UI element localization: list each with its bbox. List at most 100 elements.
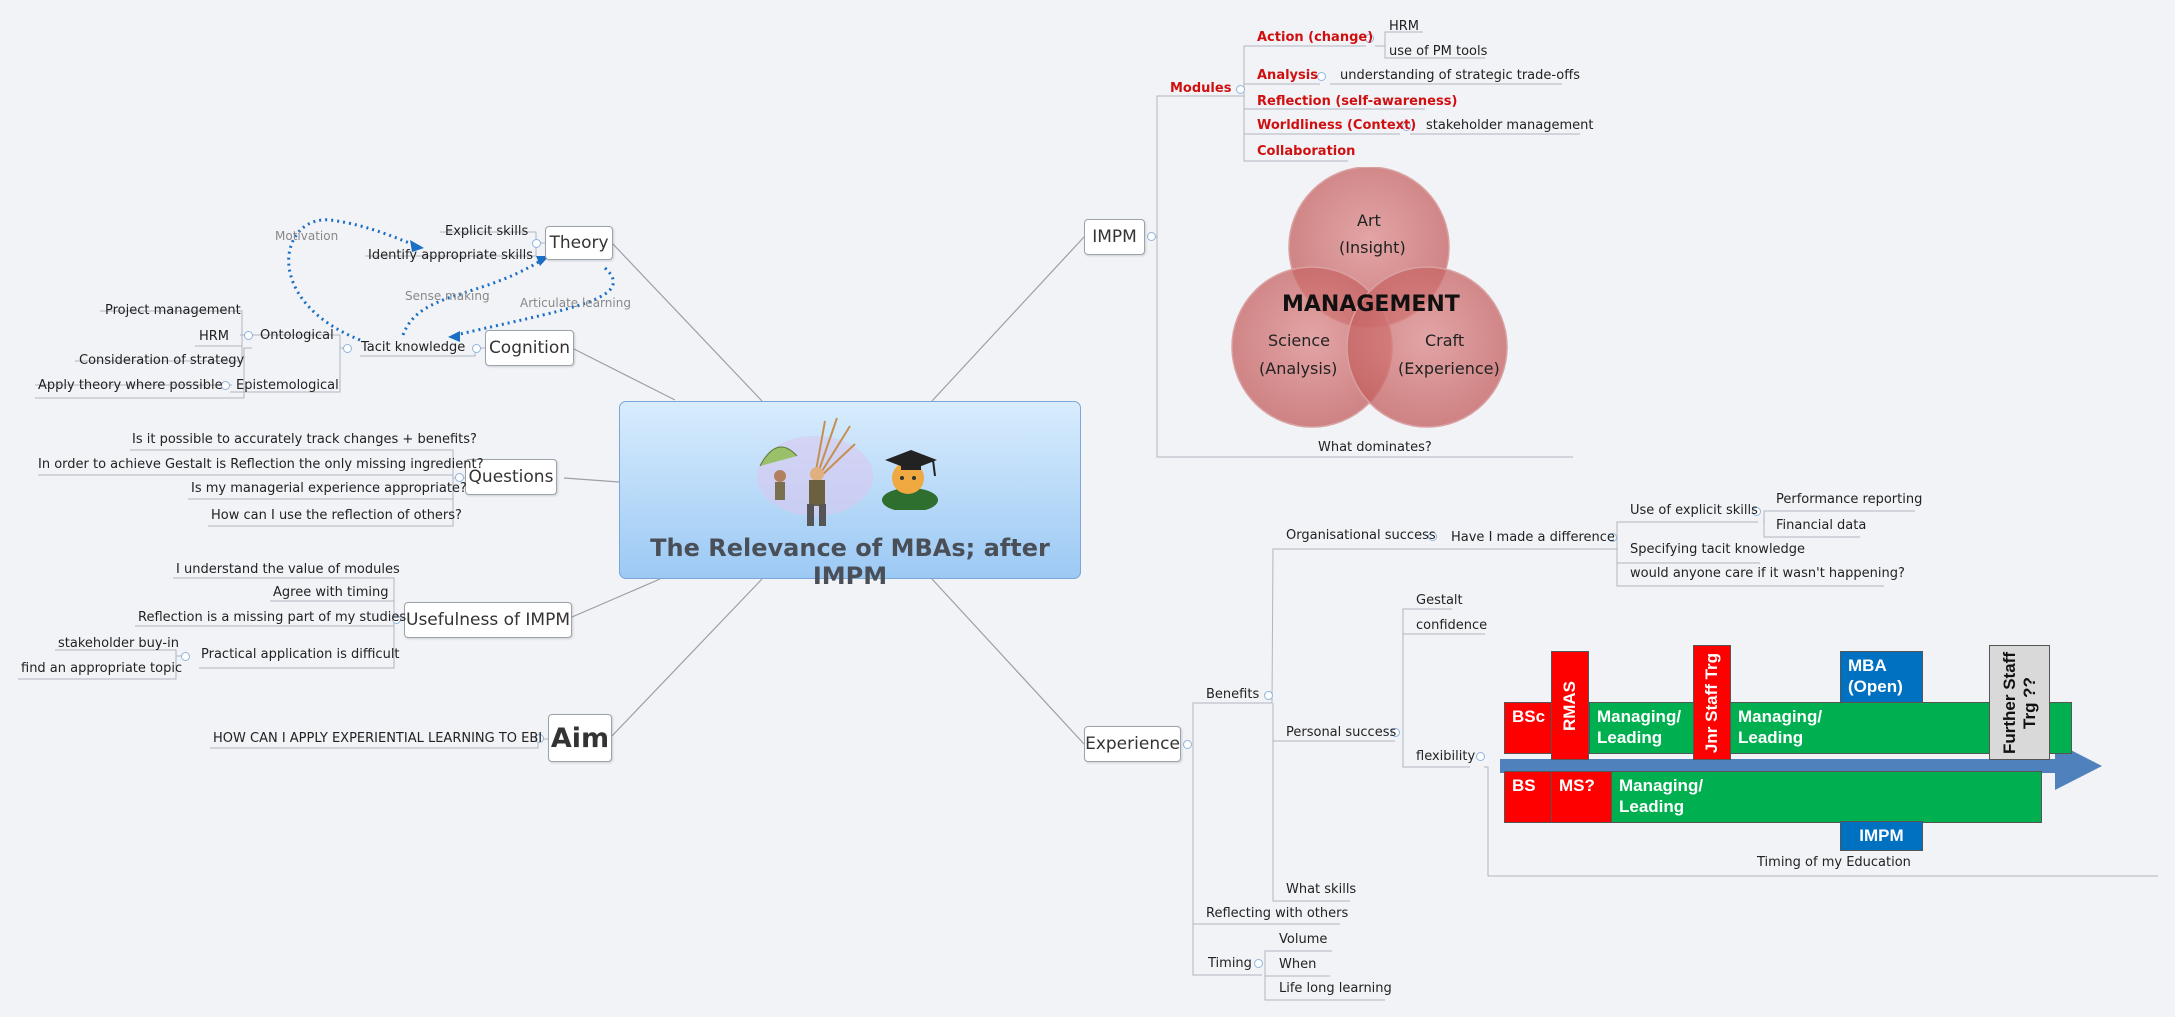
question-item[interactable]: In order to achieve Gestalt is Reflectio…: [38, 457, 484, 472]
question-item[interactable]: How can I use the reflection of others?: [211, 508, 462, 523]
collapse-toggle[interactable]: [1147, 232, 1156, 241]
collapse-toggle[interactable]: [1264, 691, 1273, 700]
collapse-toggle[interactable]: [181, 652, 190, 661]
usefulness-item[interactable]: Reflection is a missing part of my studi…: [138, 610, 407, 625]
collapse-toggle[interactable]: [1476, 752, 1485, 761]
question-item[interactable]: Is it possible to accurately track chang…: [132, 432, 477, 447]
topic-usefulness[interactable]: Usefulness of IMPM: [404, 602, 572, 638]
collapse-toggle[interactable]: [1317, 72, 1326, 81]
venn-craft: Craft: [1425, 331, 1465, 350]
timing[interactable]: Timing: [1208, 956, 1252, 971]
flexibility[interactable]: flexibility: [1416, 749, 1476, 764]
what-dominates[interactable]: What dominates?: [1318, 440, 1432, 455]
cognition-item[interactable]: Project management: [105, 303, 241, 318]
parachutist-icon: [755, 416, 875, 534]
epistemological[interactable]: Epistemological: [236, 378, 339, 393]
collapse-toggle[interactable]: [1752, 507, 1761, 516]
collapse-toggle[interactable]: [1608, 533, 1617, 542]
management-venn-diagram: [1231, 167, 1508, 428]
topic-aim[interactable]: Aim: [548, 714, 612, 762]
collapse-toggle[interactable]: [1236, 85, 1245, 94]
modules[interactable]: Modules: [1170, 81, 1232, 96]
cognition-item[interactable]: Apply theory where possible: [38, 378, 223, 393]
timeline-impm: IMPM: [1840, 821, 1923, 851]
personal-success[interactable]: Personal success: [1286, 725, 1397, 740]
relationship-label[interactable]: Motivation: [275, 229, 339, 243]
collapse-toggle[interactable]: [1391, 728, 1400, 737]
timeline-ms: MS?: [1551, 771, 1612, 823]
practical-item[interactable]: find an appropriate topic: [21, 661, 183, 676]
collapse-toggle[interactable]: [472, 344, 481, 353]
timing-of-education[interactable]: Timing of my Education: [1757, 855, 1911, 870]
analysis-item[interactable]: understanding of strategic trade-offs: [1340, 68, 1580, 83]
topic-cognition[interactable]: Cognition: [485, 330, 574, 366]
module-analysis[interactable]: Analysis: [1257, 68, 1318, 83]
topic-experience[interactable]: Experience: [1084, 726, 1181, 762]
timing-item[interactable]: Volume: [1279, 932, 1328, 947]
collapse-toggle[interactable]: [535, 734, 544, 743]
explicit-item[interactable]: Financial data: [1776, 518, 1867, 533]
benefits[interactable]: Benefits: [1206, 687, 1260, 702]
collapse-toggle[interactable]: [455, 473, 464, 482]
specifying-tacit[interactable]: Specifying tacit knowledge: [1630, 542, 1806, 557]
collapse-toggle[interactable]: [1183, 740, 1192, 749]
theory-item[interactable]: Identify appropriate skills: [368, 248, 534, 263]
organisational-success[interactable]: Organisational success: [1286, 528, 1436, 543]
what-skills[interactable]: What skills: [1286, 882, 1357, 897]
timeline-further-staff: Further Staff Trg ??: [1989, 645, 2050, 760]
made-difference[interactable]: Have I made a difference: [1451, 530, 1615, 545]
tacit-knowledge[interactable]: Tacit knowledge: [361, 340, 466, 355]
module-action[interactable]: Action (change): [1257, 30, 1374, 45]
explicit-item[interactable]: Performance reporting: [1776, 492, 1923, 507]
module-worldliness[interactable]: Worldliness (Context): [1257, 118, 1417, 133]
venn-art: Art: [1357, 211, 1381, 230]
collapse-toggle[interactable]: [532, 239, 541, 248]
relationship-label[interactable]: Sense making: [405, 289, 490, 303]
timeline-bs: BS: [1504, 771, 1552, 823]
collapse-toggle[interactable]: [244, 331, 253, 340]
cognition-item[interactable]: HRM: [199, 329, 230, 344]
action-item[interactable]: HRM: [1389, 19, 1420, 34]
aim-item[interactable]: HOW CAN I APPLY EXPERIENTIAL LEARNING TO…: [213, 731, 543, 746]
explicit-skills[interactable]: Use of explicit skills: [1630, 503, 1758, 518]
graduate-icon: [875, 440, 945, 512]
action-item[interactable]: use of PM tools: [1389, 44, 1488, 59]
venn-science-sub: (Analysis): [1259, 359, 1338, 378]
collapse-toggle[interactable]: [1365, 34, 1374, 43]
topic-impm[interactable]: IMPM: [1084, 219, 1145, 255]
collapse-toggle[interactable]: [1254, 959, 1263, 968]
usefulness-item[interactable]: I understand the value of modules: [176, 562, 400, 577]
practical-application[interactable]: Practical application is difficult: [201, 647, 400, 662]
central-topic[interactable]: The Relevance of MBAs; after IMPM: [619, 401, 1081, 590]
worldliness-item[interactable]: stakeholder management: [1426, 118, 1594, 133]
central-title: The Relevance of MBAs; after IMPM: [650, 534, 1050, 590]
collapse-toggle[interactable]: [1402, 122, 1411, 131]
ontological[interactable]: Ontological: [260, 328, 334, 343]
would-anyone-care[interactable]: would anyone care if it wasn't happening…: [1630, 566, 1905, 581]
timing-item[interactable]: Life long learning: [1279, 981, 1392, 996]
timeline-managing-2: Managing/ Leading: [1730, 702, 1990, 754]
collapse-toggle[interactable]: [221, 381, 230, 390]
cognition-item[interactable]: Consideration of strategy: [79, 353, 245, 368]
timeline-managing-bottom: Managing/ Leading: [1611, 771, 2042, 823]
topic-theory[interactable]: Theory: [545, 226, 613, 260]
collapse-toggle[interactable]: [1428, 532, 1437, 541]
timeline-managing-1: Managing/ Leading: [1589, 702, 1695, 754]
collapse-toggle[interactable]: [392, 615, 401, 624]
module-reflection[interactable]: Reflection (self-awareness): [1257, 94, 1458, 109]
confidence[interactable]: confidence: [1416, 618, 1488, 633]
topic-questions[interactable]: Questions: [465, 459, 557, 495]
venn-art-sub: (Insight): [1339, 238, 1406, 257]
collapse-toggle[interactable]: [343, 344, 352, 353]
gestalt[interactable]: Gestalt: [1416, 593, 1463, 608]
question-item[interactable]: Is my managerial experience appropriate?: [191, 481, 467, 496]
venn-science: Science: [1268, 331, 1331, 350]
timing-item[interactable]: When: [1279, 957, 1317, 972]
relationship-label[interactable]: Articulate learning: [520, 296, 631, 310]
theory-item[interactable]: Explicit skills: [445, 224, 529, 239]
timeline-mba: MBA (Open): [1840, 651, 1923, 703]
reflecting-with-others[interactable]: Reflecting with others: [1206, 906, 1349, 921]
module-collaboration[interactable]: Collaboration: [1257, 144, 1356, 159]
practical-item[interactable]: stakeholder buy-in: [58, 636, 179, 651]
usefulness-item[interactable]: Agree with timing: [273, 585, 389, 600]
